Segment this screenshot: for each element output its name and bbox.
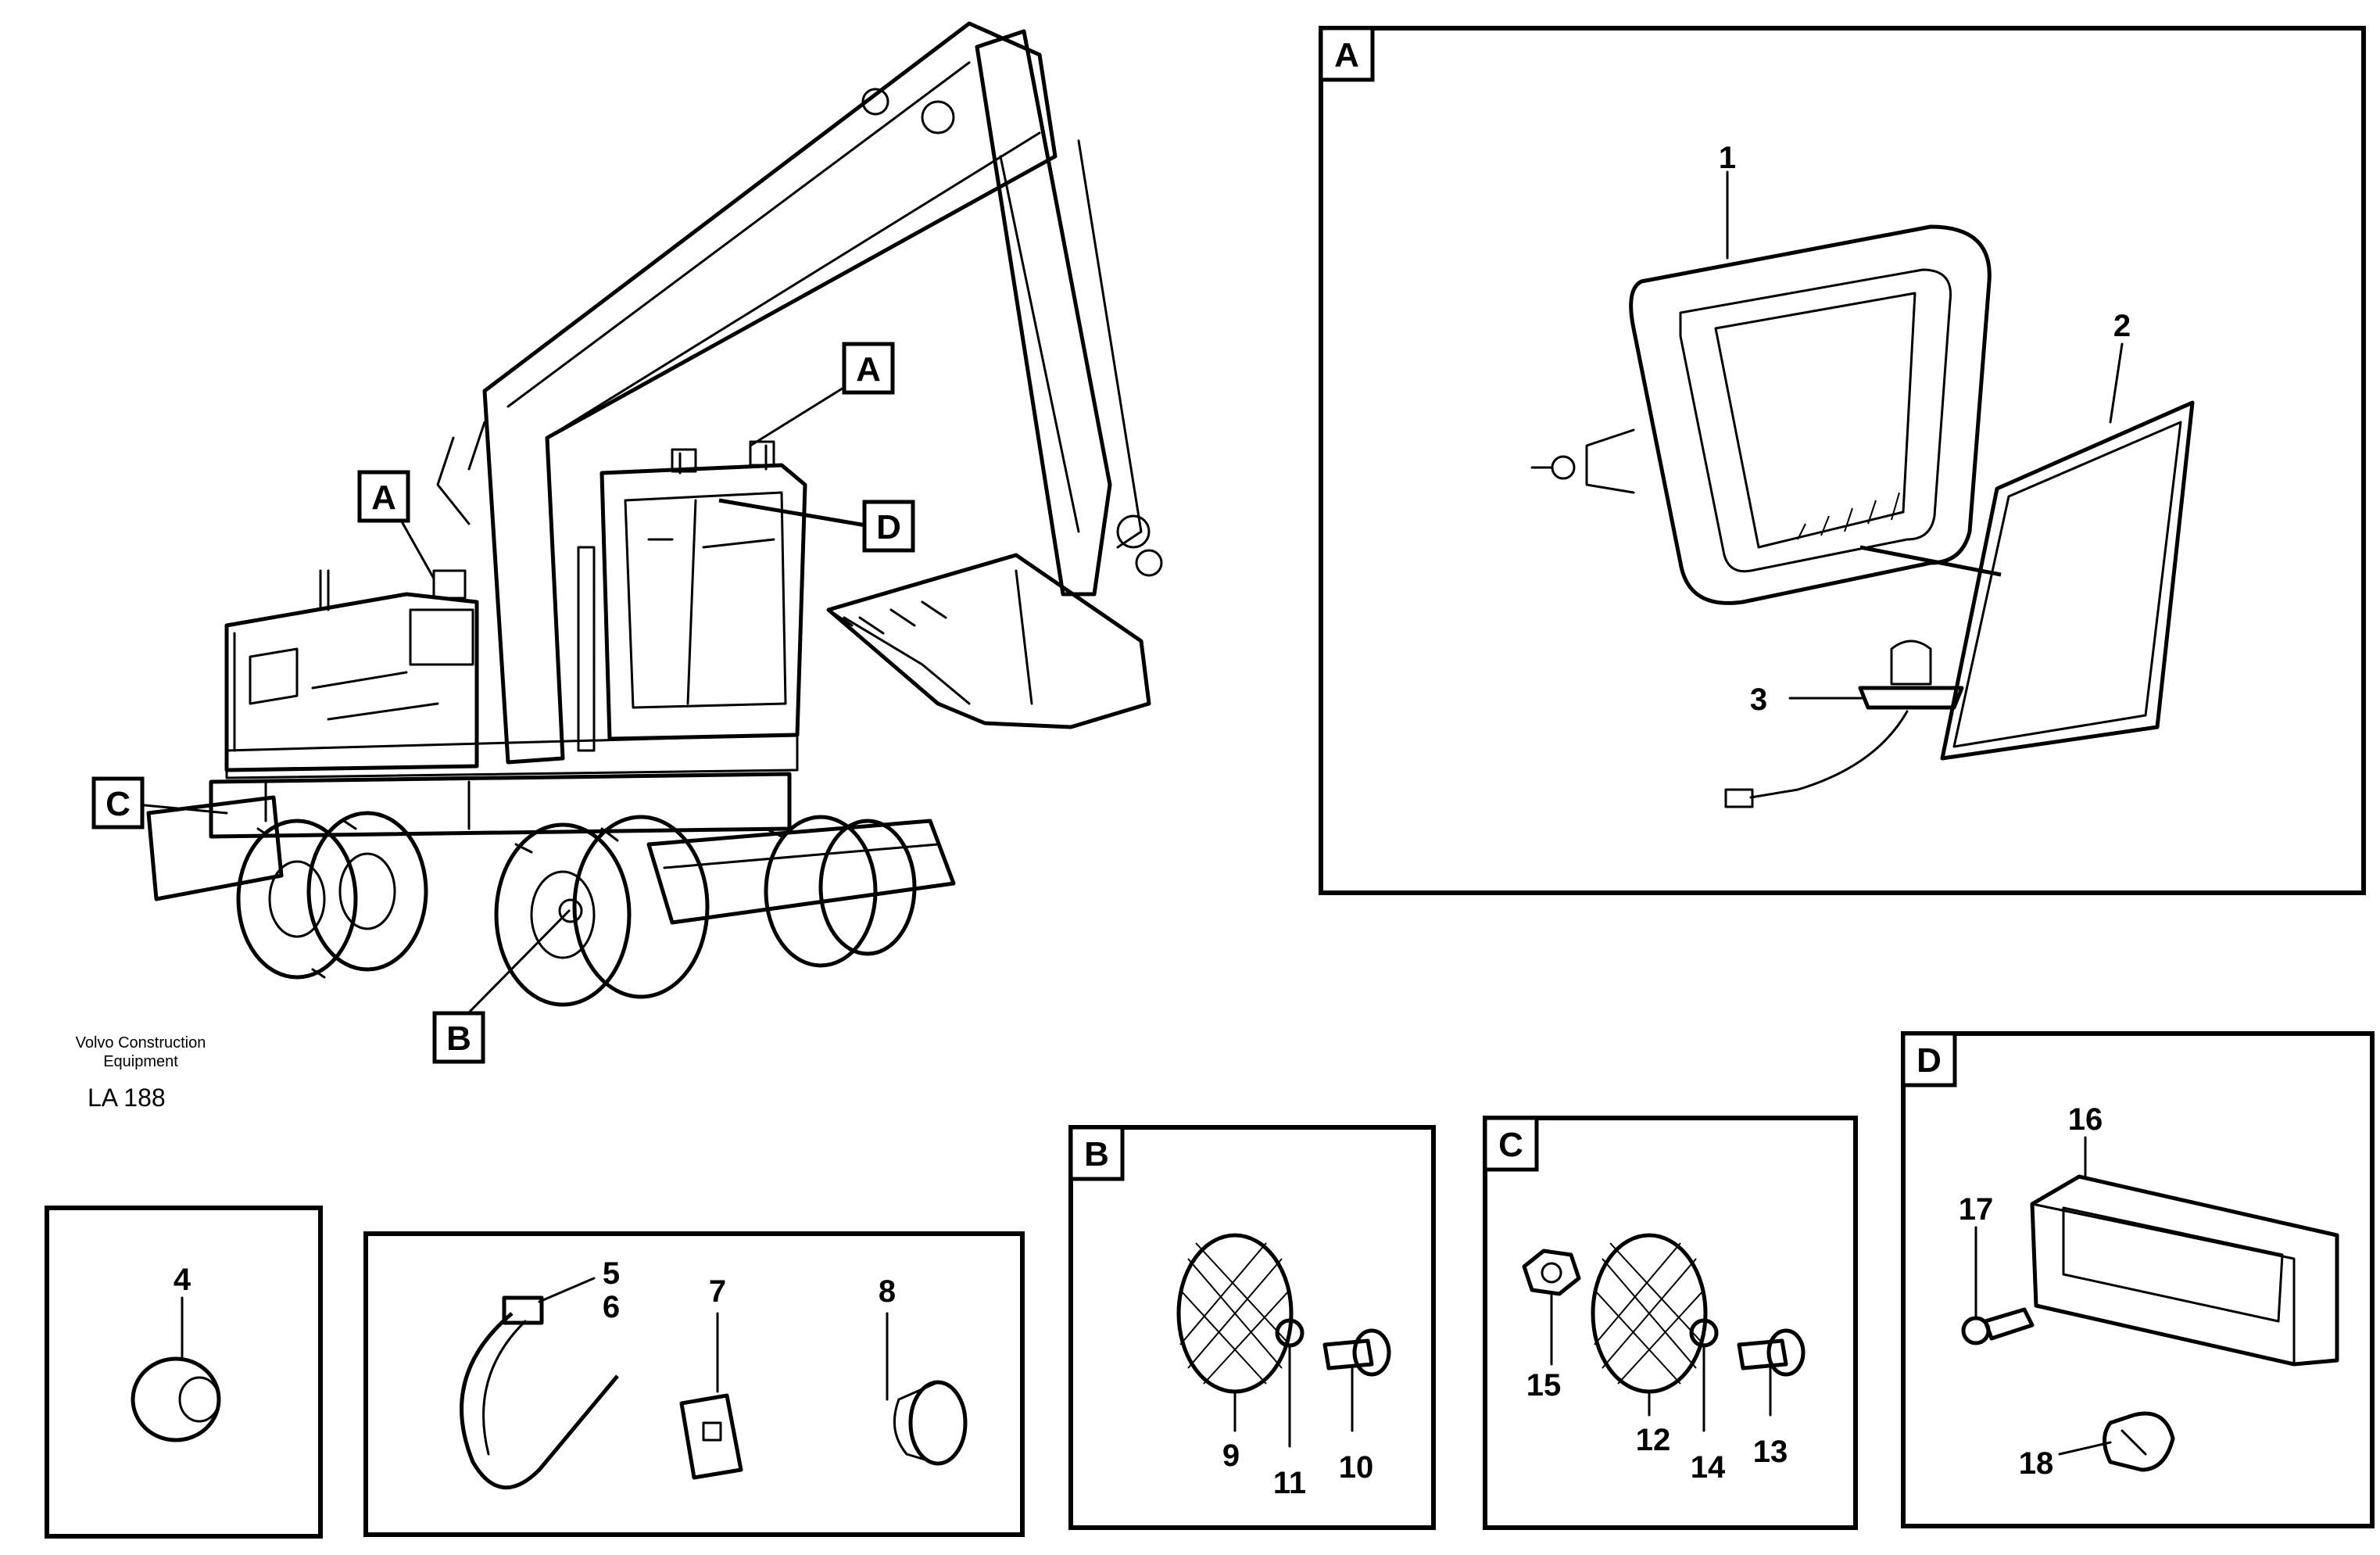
- publisher-line-1: Volvo Construction: [75, 1034, 206, 1052]
- callout-a-roof-label: A: [856, 350, 881, 389]
- figure-reference: LA 188: [88, 1084, 166, 1112]
- callout-a-body-label: A: [371, 478, 396, 517]
- panel-d-title: D: [1917, 1041, 1942, 1080]
- part-6-label: 6: [603, 1290, 620, 1324]
- part-4-label: 4: [174, 1263, 191, 1297]
- part-9-label: 9: [1222, 1439, 1240, 1473]
- part-17-label: 17: [1959, 1192, 1994, 1227]
- panel-grommet: 4: [45, 1206, 323, 1539]
- callout-c-label: C: [106, 785, 131, 823]
- panel-b: B 9 10 11: [1068, 1125, 1436, 1530]
- lamp-glass: [1859, 400, 2195, 761]
- part-2-label: 2: [2113, 309, 2131, 343]
- part-7-label: 7: [709, 1274, 726, 1309]
- part-14-label: 14: [1691, 1450, 1726, 1485]
- callout-box-a-body: A: [357, 470, 410, 523]
- panel-d: D 16 17 18: [1901, 1031, 2375, 1528]
- callout-d-label: D: [876, 508, 901, 546]
- part-11-label: 11: [1273, 1466, 1306, 1500]
- callout-leaders: [143, 380, 867, 1014]
- panel-b-title: B: [1084, 1135, 1109, 1173]
- part-13-label: 13: [1753, 1435, 1788, 1469]
- part-15-label: 15: [1526, 1368, 1562, 1403]
- panel-c-title: C: [1498, 1126, 1523, 1164]
- lamp-bulb: [1724, 640, 1964, 808]
- callout-b-label: B: [446, 1019, 471, 1058]
- panel-c: C 15 12 13 14: [1483, 1116, 1858, 1530]
- panel-a-title: A: [1334, 36, 1359, 74]
- panel-ties-clips: 5 6 7 8: [363, 1231, 1025, 1537]
- callout-box-c: C: [91, 776, 145, 829]
- part-18-label: 18: [2019, 1446, 2054, 1481]
- part-16-label: 16: [2068, 1102, 2103, 1137]
- callout-box-d: D: [862, 500, 915, 553]
- callout-box-b: B: [432, 1011, 485, 1064]
- part-8-label: 8: [879, 1274, 896, 1309]
- callout-box-a-roof: A: [842, 342, 895, 395]
- excavator-illustration: [146, 21, 1163, 1007]
- part-10-label: 10: [1339, 1450, 1374, 1485]
- part-1-label: 1: [1719, 141, 1736, 175]
- publisher-name: Volvo Construction Equipment: [47, 1034, 234, 1071]
- panel-a: A 1 2 3: [1319, 26, 2366, 895]
- part-3-label: 3: [1750, 683, 1767, 717]
- rear-wheels: [236, 811, 428, 980]
- front-wheels: [494, 815, 917, 1007]
- part-5-label: 5: [603, 1256, 620, 1291]
- part-12-label: 12: [1636, 1423, 1671, 1457]
- publisher-line-2: Equipment: [103, 1053, 178, 1070]
